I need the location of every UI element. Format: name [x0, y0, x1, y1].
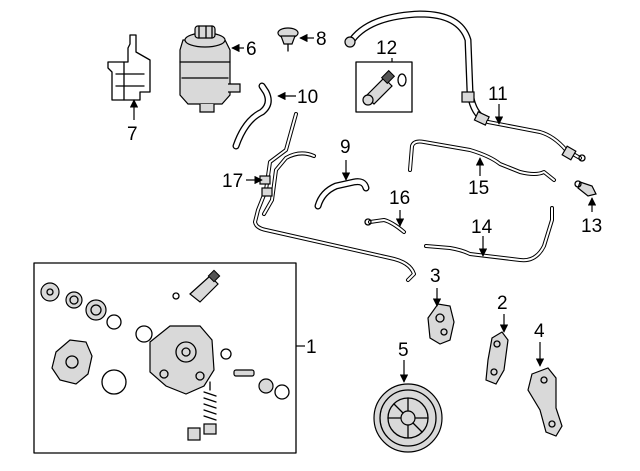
callout-10: 10: [297, 87, 318, 108]
callout-4: 4: [534, 321, 545, 342]
part-hose-16[interactable]: [364, 218, 406, 234]
part-pulley-5[interactable]: [373, 383, 443, 453]
callout-15: 15: [468, 178, 489, 199]
callout-1: 1: [306, 337, 317, 358]
callout-9: 9: [340, 137, 351, 158]
callout-7: 7: [127, 124, 138, 145]
callout-6: 6: [246, 39, 257, 60]
part-pump-assembly-1[interactable]: [33, 262, 297, 454]
part-cooler-pipe-17[interactable]: [253, 112, 416, 282]
callout-17: 17: [222, 171, 243, 192]
part-bracket-4[interactable]: [527, 367, 563, 437]
callout-3: 3: [430, 266, 441, 287]
part-hose-9[interactable]: [314, 178, 370, 210]
part-return-line-15[interactable]: [408, 139, 556, 182]
part-bracket-7[interactable]: [107, 34, 151, 101]
callout-12: 12: [376, 38, 397, 59]
callout-14: 14: [471, 217, 493, 238]
callout-13: 13: [581, 216, 602, 237]
callout-2: 2: [497, 293, 508, 314]
part-clip-8[interactable]: [277, 27, 299, 52]
callout-16: 16: [389, 188, 410, 209]
part-fitting-13[interactable]: [574, 180, 597, 197]
callout-8: 8: [316, 29, 327, 50]
part-valve-12[interactable]: [355, 61, 413, 113]
part-hose-10[interactable]: [232, 82, 272, 150]
part-return-line-14[interactable]: [424, 206, 554, 263]
part-pressure-hose-11[interactable]: [344, 10, 586, 162]
part-bracket-2[interactable]: [485, 331, 509, 385]
callout-11: 11: [488, 84, 508, 105]
part-reservoir-6[interactable]: [179, 25, 241, 113]
callout-5: 5: [398, 340, 409, 361]
part-bracket-3[interactable]: [427, 303, 455, 345]
